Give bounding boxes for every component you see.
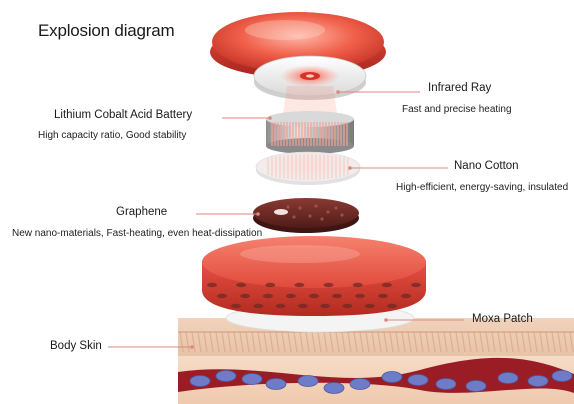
- graphene-disc: [253, 198, 359, 233]
- graphene-label: Graphene: [116, 207, 167, 219]
- battery: [266, 111, 354, 154]
- cotton-texture: [268, 154, 348, 180]
- device-body: [202, 236, 426, 316]
- body-skin-label: Body Skin: [50, 341, 102, 353]
- nano-cotton-disc: [256, 152, 360, 185]
- skin-cross-section: [178, 318, 574, 404]
- infrared-desc: Fast and precise heating: [402, 105, 512, 115]
- diagram-title: Explosion diagram: [38, 22, 174, 39]
- battery-desc: High capacity ratio, Good stability: [38, 131, 186, 141]
- nano-cotton-label: Nano Cotton: [454, 161, 519, 173]
- battery-label: Lithium Cobalt Acid Battery: [54, 110, 192, 122]
- moxa-patch-label: Moxa Patch: [472, 314, 533, 326]
- nano-cotton-desc: High-efficient, energy-saving, insulated: [396, 183, 568, 193]
- infrared-label: Infrared Ray: [428, 83, 491, 95]
- graphene-desc: New nano-materials, Fast-heating, even h…: [12, 229, 262, 239]
- infrared-emitter: [254, 56, 366, 120]
